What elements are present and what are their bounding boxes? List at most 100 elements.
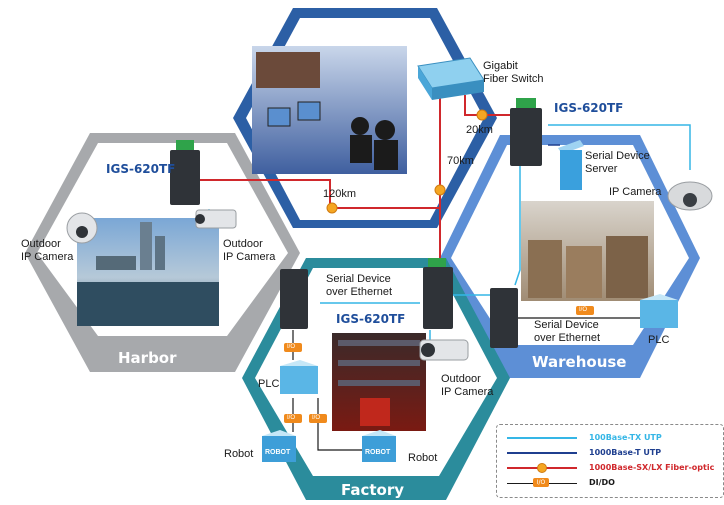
igs-620tf-harbor-label: IGS-620TF xyxy=(106,162,176,176)
robot-left-label: Robot xyxy=(224,448,254,460)
robot-body xyxy=(362,436,396,462)
outdoor-camera-left-label: Outdoor IP Camera xyxy=(21,238,74,263)
igs-620tf-terminal xyxy=(516,98,536,108)
outdoor-camera-factory-label: Outdoor IP Camera xyxy=(441,373,494,398)
plc-factory-label: PLC xyxy=(258,378,280,390)
legend-row-dido: I/O DI/DO xyxy=(497,476,723,490)
switch-side xyxy=(418,66,432,100)
operator xyxy=(350,135,372,163)
distance-70km: 70km xyxy=(447,155,474,167)
plc-warehouse xyxy=(640,294,678,328)
dido-links xyxy=(284,306,645,451)
fiber-connector xyxy=(434,184,446,196)
gigabit-switch xyxy=(417,57,485,100)
monitor xyxy=(267,107,291,127)
igs-620tf-terminal xyxy=(428,258,446,267)
legend-line xyxy=(507,452,577,454)
serial-device-server-label: Serial Device Server xyxy=(585,150,650,175)
forklift xyxy=(360,398,390,426)
harbor-building xyxy=(155,236,165,270)
outdoor-camera-right-label: Outdoor IP Camera xyxy=(223,238,276,263)
harbor-water xyxy=(77,282,219,326)
harbor-zone xyxy=(25,133,300,372)
legend-label: 1000Base-SX/LX Fiber-optic xyxy=(589,463,715,472)
io-badge xyxy=(284,343,302,352)
pallet-stack xyxy=(566,246,602,298)
serial-device-body xyxy=(280,269,308,329)
legend-line xyxy=(507,437,577,439)
switch-front xyxy=(432,80,484,100)
outdoor-camera-factory xyxy=(419,339,469,361)
io-badge xyxy=(576,306,594,315)
serial-over-ethernet-factory-label: Serial Device over Ethernet xyxy=(326,273,393,298)
distance-120km: 120km xyxy=(323,188,357,200)
rack-shelf xyxy=(338,380,420,386)
robot-body xyxy=(262,436,296,462)
server-body xyxy=(560,150,582,190)
io-text: I/O xyxy=(579,307,588,313)
rack-shelf xyxy=(338,360,420,366)
dome-lens xyxy=(683,193,697,207)
factory-label: Factory xyxy=(341,481,405,499)
robot-left xyxy=(262,430,296,462)
bullet-lens xyxy=(195,214,205,224)
igs-620tf-factory-label: IGS-620TF xyxy=(336,312,406,326)
harbor-building xyxy=(96,256,136,270)
igs-620tf-harbor xyxy=(170,140,200,205)
outdoor-camera-left xyxy=(66,212,98,244)
distance-20km: 20km xyxy=(466,124,493,136)
outdoor-camera-right xyxy=(195,209,237,229)
plc-warehouse-label: PLC xyxy=(648,334,670,346)
legend-label: 100Base-TX UTP xyxy=(589,433,662,442)
robot-right-tag: ROBOT xyxy=(365,449,391,456)
robot-left-tag: ROBOT xyxy=(265,449,291,456)
operator xyxy=(351,117,369,135)
fiber-links xyxy=(200,95,510,263)
operator xyxy=(374,140,398,170)
warehouse-label: Warehouse xyxy=(532,353,627,371)
legend-label: DI/DO xyxy=(589,478,615,487)
serial-device-warehouse xyxy=(490,288,518,348)
harbor-building xyxy=(140,222,152,270)
ip-camera-warehouse xyxy=(667,181,713,211)
plc-factory xyxy=(280,360,318,394)
legend-row-t: 1000Base-T UTP xyxy=(497,446,723,460)
control-center-zone xyxy=(233,8,497,228)
plc-body xyxy=(640,300,678,328)
pallet-stack xyxy=(606,236,648,298)
legend-label: 1000Base-T UTP xyxy=(589,448,662,457)
serial-over-ethernet-warehouse-label: Serial Device over Ethernet xyxy=(534,319,601,344)
serial-device-factory xyxy=(280,269,308,329)
fiber-connector xyxy=(326,202,338,214)
monitor xyxy=(297,101,321,121)
io-text: I/O xyxy=(287,344,296,350)
video-wall xyxy=(256,52,320,88)
fiber-connector xyxy=(476,109,488,121)
robot-right xyxy=(362,430,396,462)
ip-camera-warehouse-label: IP Camera xyxy=(609,186,662,198)
harbor-label: Harbor xyxy=(118,349,177,367)
igs-620tf-body xyxy=(510,108,542,166)
serial-device-body xyxy=(490,288,518,348)
control-center-label: Control Center xyxy=(298,229,422,247)
pallet-stack xyxy=(528,240,562,298)
utp-link-warehouse xyxy=(514,150,521,286)
bullet-lens xyxy=(421,343,435,357)
igs-620tf-warehouse-label: IGS-620TF xyxy=(554,101,624,115)
rack-shelf xyxy=(338,340,420,346)
fiber-link-warehouse xyxy=(464,95,510,116)
fiber-connector-icon xyxy=(537,463,547,473)
gigabit-switch-label: Gigabit Fiber Switch xyxy=(483,60,544,85)
legend: 100Base-TX UTP 1000Base-T UTP 1000Base-S… xyxy=(496,424,724,498)
igs-620tf-body xyxy=(423,267,453,329)
legend-row-tx: 100Base-TX UTP xyxy=(497,431,723,445)
serial-device-server xyxy=(558,140,584,190)
igs-620tf-body xyxy=(170,150,200,205)
legend-row-fiber: 1000Base-SX/LX Fiber-optic xyxy=(497,461,723,475)
igs-620tf-terminal xyxy=(176,140,194,150)
io-badge-icon: I/O xyxy=(533,478,549,487)
igs-620tf-factory xyxy=(423,258,453,329)
igs-620tf-warehouse xyxy=(510,98,542,166)
